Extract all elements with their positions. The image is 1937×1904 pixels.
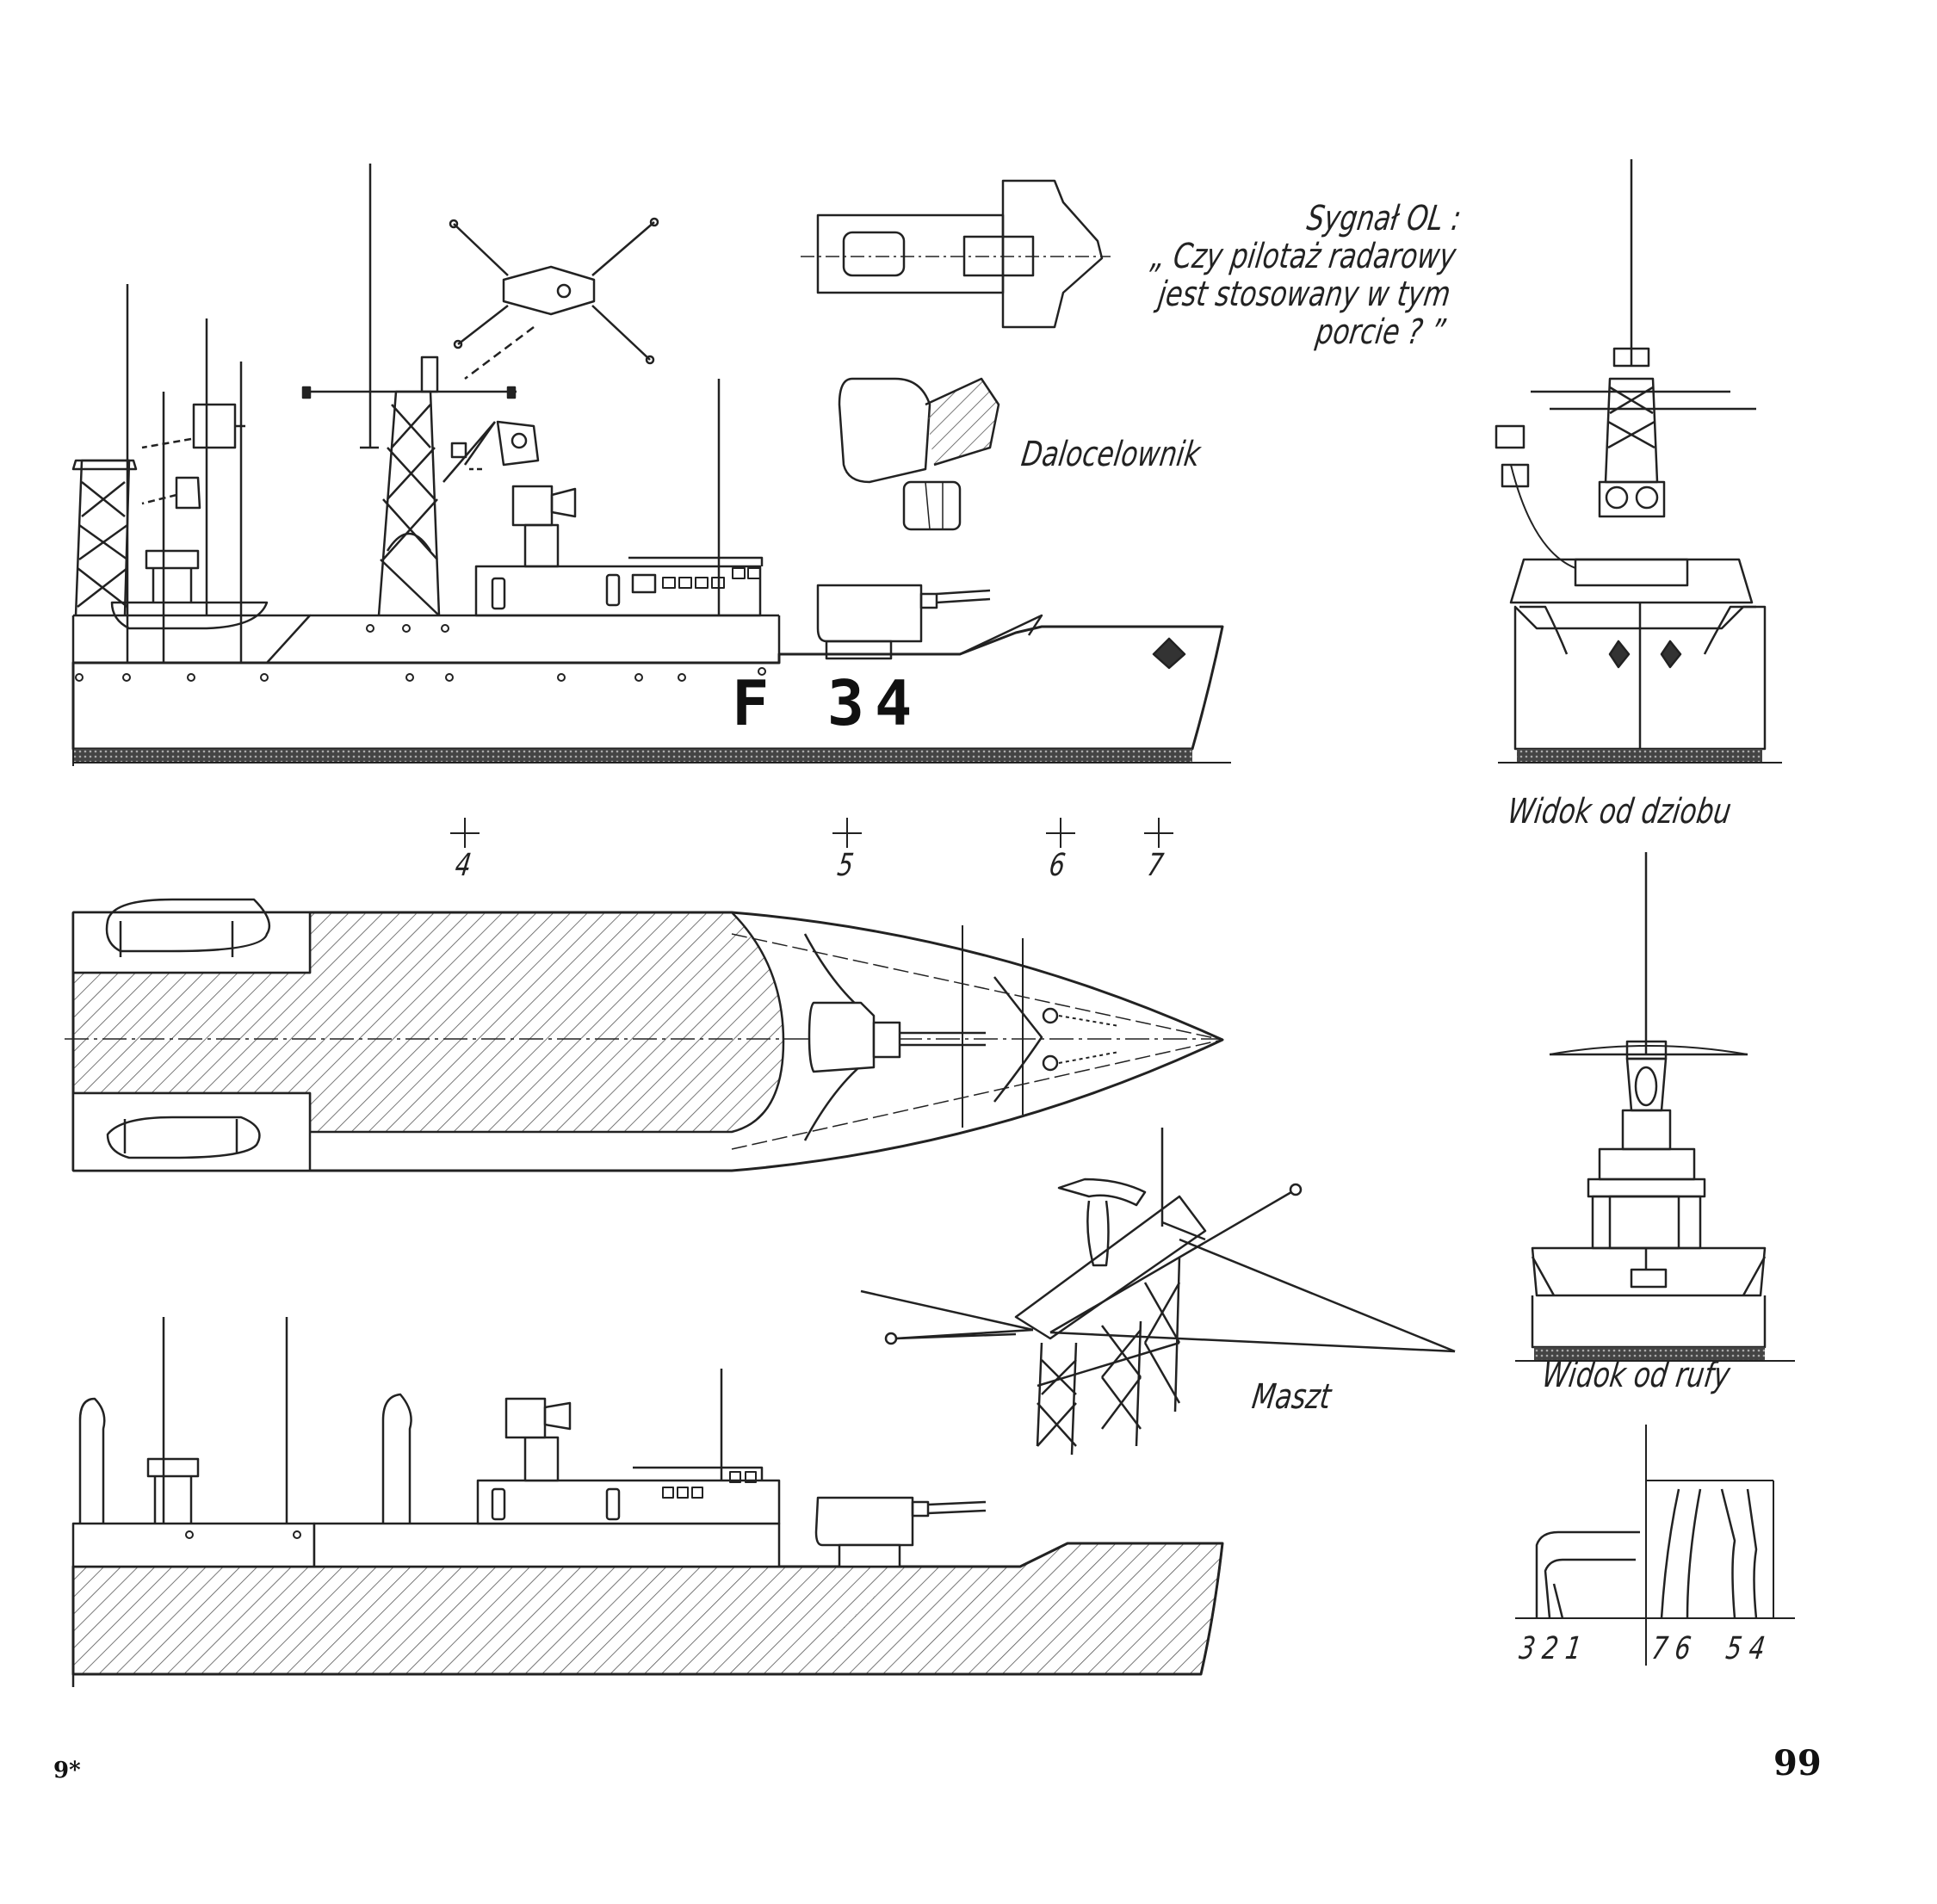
signal-line-2: „ Czy pilotaż radarowy [1148, 237, 1458, 276]
rangefinder-detail [838, 377, 1000, 531]
bow-view-label: Widok od dziobu [1505, 792, 1734, 831]
section-numbers-right-a: 7 6 [1649, 1631, 1693, 1666]
hull-code: F 34 [732, 667, 923, 739]
body-plan [1515, 1425, 1795, 1666]
signal-line-4: porcie ? ” [1313, 312, 1448, 352]
bow-view [1495, 159, 1782, 763]
inboard-profile [71, 1317, 1224, 1687]
signal-line-1: Sygnał OL : [1304, 199, 1464, 238]
mast-detail [860, 1128, 1456, 1456]
mast-label: Maszt [1249, 1377, 1334, 1417]
page-number: 99 [1773, 1743, 1822, 1783]
frame-marks [450, 818, 1173, 848]
section-numbers-left: 3 2 1 [1517, 1631, 1584, 1666]
stern-view-label: Widok od rufy [1539, 1356, 1733, 1395]
signal-line-3: jest stosowany w tym [1155, 275, 1453, 314]
page-signature: 9* [53, 1758, 81, 1783]
signal-text: Sygnał OL : „ Czy pilotaż radarowy jest … [1138, 199, 1464, 352]
section-numbers-right-b: 5 4 [1723, 1631, 1767, 1666]
stern-view [1515, 852, 1795, 1362]
director-plan-detail [801, 179, 1111, 329]
rangefinder-label: Dalocelownik [1018, 435, 1204, 474]
side-elevation [71, 164, 1231, 766]
plan-view [65, 898, 1224, 1172]
